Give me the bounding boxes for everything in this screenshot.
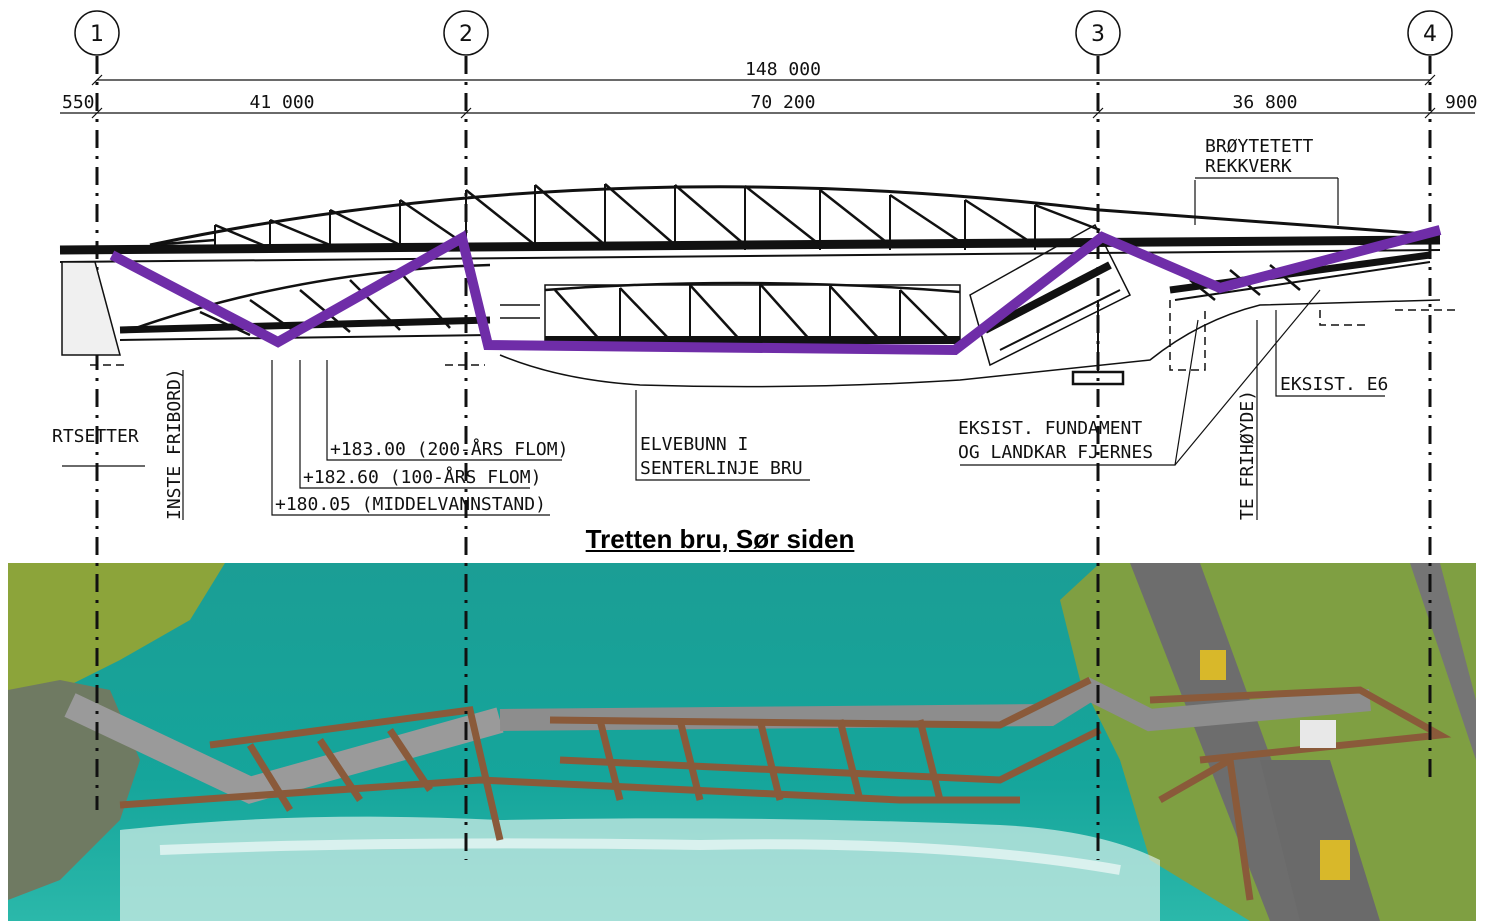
axis-marker-2: 2 [443, 10, 489, 56]
svg-text:4: 4 [1423, 22, 1437, 47]
road-right [1410, 563, 1476, 760]
label-e6: EKSIST. E6 [1280, 374, 1388, 395]
truck [1300, 720, 1336, 748]
label-landkar: OG LANDKAR FJERNES [958, 442, 1153, 463]
foam [120, 816, 1160, 921]
dimension-lines [60, 74, 1475, 119]
axis-marker-3: 3 [1075, 10, 1121, 56]
label-rekkverk: REKKVERK [1205, 156, 1292, 177]
dim-span3: 36 800 [1232, 92, 1297, 113]
svg-text:3: 3 [1091, 22, 1105, 47]
label-frihoyde: TE FRIHØYDE) [1237, 390, 1258, 520]
dim-span2: 70 200 [750, 92, 815, 113]
collapsed-bridge [64, 676, 1452, 901]
label-elvebunn: ELVEBUNN I [640, 434, 748, 455]
tilted-section [969, 223, 1132, 367]
svg-text:1: 1 [90, 22, 104, 47]
label-fundament: EKSIST. FUNDAMENT [958, 418, 1142, 439]
label-fribord: INSTE FRIBORD) [164, 368, 185, 520]
axis-lines [95, 56, 1432, 860]
aerial-photo [8, 563, 1476, 921]
label-setter: RTSETTER [52, 426, 139, 447]
label-middelvann: +180.05 (MIDDELVANNSTAND) [275, 494, 546, 515]
dim-left-partial: 550 [62, 92, 95, 113]
right-grass [1060, 563, 1476, 921]
axis-marker-1: 1 [74, 10, 120, 56]
excavator-top [1200, 650, 1226, 680]
excavator-bottom [1320, 840, 1350, 880]
elevation-drawing: 1 2 3 4 148 000 550 [52, 10, 1478, 860]
leader-lines [62, 289, 1385, 520]
axis-marker-4: 4 [1407, 10, 1453, 56]
label-flom100: +182.60 (100-ÅRS FLOM) [303, 466, 541, 488]
dim-span1: 41 000 [249, 92, 314, 113]
collapsed-middle-span [500, 281, 961, 348]
svg-text:2: 2 [459, 22, 473, 47]
label-senterlinje: SENTERLINJE BRU [640, 458, 803, 479]
collapse-profile-line [109, 225, 1442, 356]
ground-and-foundations [61, 261, 1460, 388]
original-truss [59, 183, 1441, 263]
caption: Tretten bru, Sør siden [585, 524, 855, 554]
label-broytetett: BRØYTETETT [1205, 136, 1314, 157]
label-flom200: +183.00 (200-ÅRS FLOM) [330, 438, 568, 460]
dim-total: 148 000 [745, 59, 821, 80]
dim-right-partial: 900 [1445, 92, 1478, 113]
